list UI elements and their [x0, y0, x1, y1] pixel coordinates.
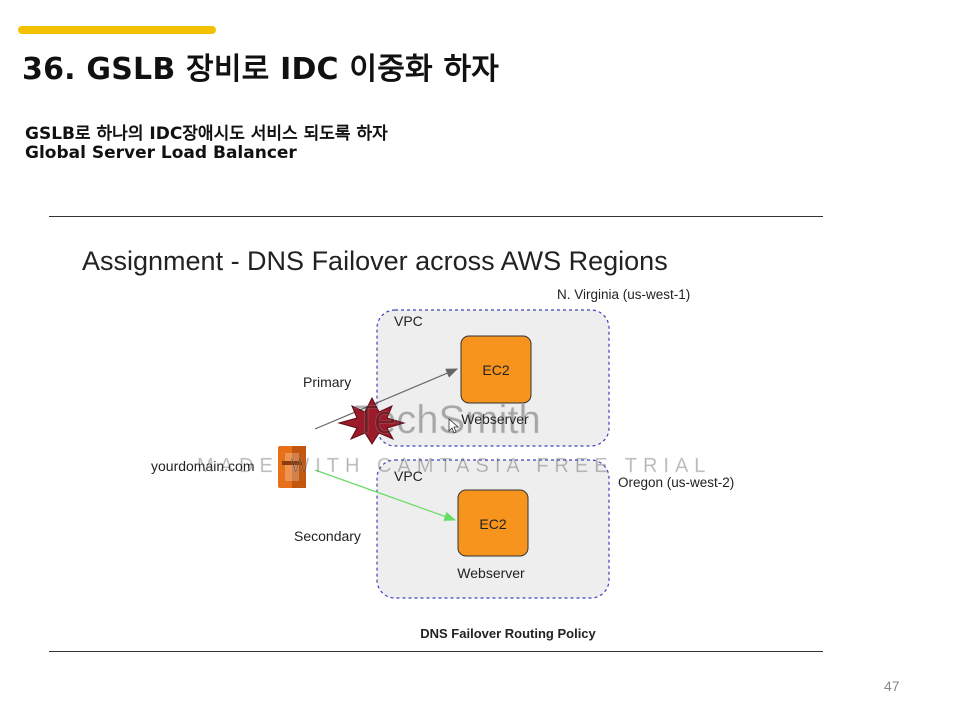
watermark-brand: TechSmith	[354, 398, 541, 442]
ec2-bottom-box	[457, 489, 529, 557]
region-bottom-label: Oregon (us-west-2)	[618, 475, 734, 490]
vpc-top-label: VPC	[394, 313, 423, 329]
secondary-label: Secondary	[294, 528, 361, 544]
vpc-bottom-label: VPC	[394, 468, 423, 484]
ec2-top-label: EC2	[482, 362, 509, 378]
subtitle-korean: GSLB로 하나의 IDC장애시도 서비스 되도록 하자	[25, 124, 388, 144]
bottom-divider	[49, 651, 823, 652]
dns-failover-diagram: Assignment - DNS Failover across AWS Reg…	[49, 217, 823, 651]
domain-label: yourdomain.com	[151, 458, 255, 474]
watermark-text: MADE WITH CAMTASIA FREE TRIAL	[197, 455, 711, 477]
primary-arrow	[314, 368, 459, 430]
webserver-bottom-label: Webserver	[457, 565, 525, 581]
cursor-icon	[448, 418, 460, 434]
primary-label: Primary	[303, 374, 351, 390]
camtasia-watermark: TechSmith MADE WITH CAMTASIA FREE TRIAL	[197, 398, 711, 478]
ec2-top-box	[460, 335, 532, 404]
ec2-bottom-label: EC2	[479, 516, 506, 532]
page-number: 47	[884, 678, 900, 694]
failure-burst-icon	[337, 396, 406, 445]
top-divider	[49, 216, 823, 217]
route53-icon	[278, 446, 306, 488]
subtitle-english: Global Server Load Balancer	[25, 143, 297, 163]
region-top-label: N. Virginia (us-west-1)	[557, 287, 690, 302]
webserver-top-label: Webserver	[461, 411, 529, 427]
secondary-arrow	[314, 469, 457, 521]
slide-title: 36. GSLB 장비로 IDC 이중화 하자	[22, 52, 500, 87]
title-accent-bar	[18, 26, 216, 34]
diagram-heading: Assignment - DNS Failover across AWS Reg…	[82, 246, 668, 276]
diagram-caption: DNS Failover Routing Policy	[420, 626, 596, 641]
